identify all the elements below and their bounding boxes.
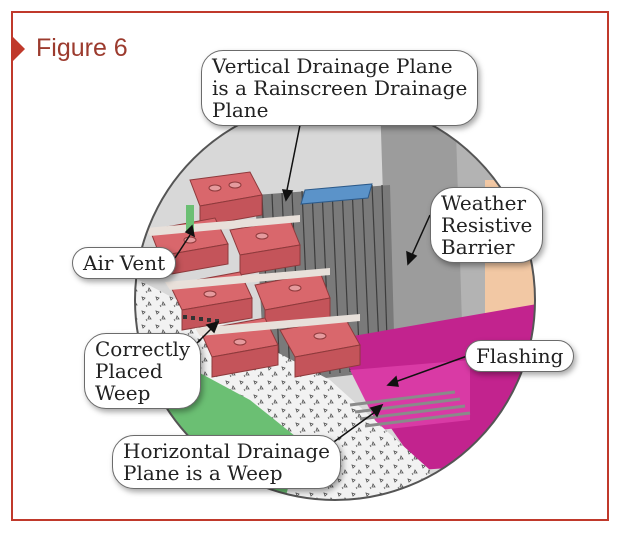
wall-tie-plate <box>300 183 373 205</box>
callout-horizontal-drainage-plane: Horizontal Drainage Plane is a Weep <box>112 435 341 489</box>
figure-marker-arrow <box>11 35 25 63</box>
figure-label: Figure 6 <box>36 34 128 62</box>
callout-vertical-drainage-plane: Vertical Drainage Plane is a Rainscreen … <box>201 50 479 126</box>
brick-veneer <box>145 171 361 378</box>
callout-weather-resistive-barrier: Weather Resistive Barrier <box>430 187 544 263</box>
leader-arrows <box>174 124 471 453</box>
callout-flashing: Flashing <box>465 340 575 372</box>
callout-correctly-placed-weep: Correctly Placed Weep <box>84 333 202 409</box>
figure-frame <box>11 11 609 521</box>
callout-air-vent: Air Vent <box>72 247 177 279</box>
